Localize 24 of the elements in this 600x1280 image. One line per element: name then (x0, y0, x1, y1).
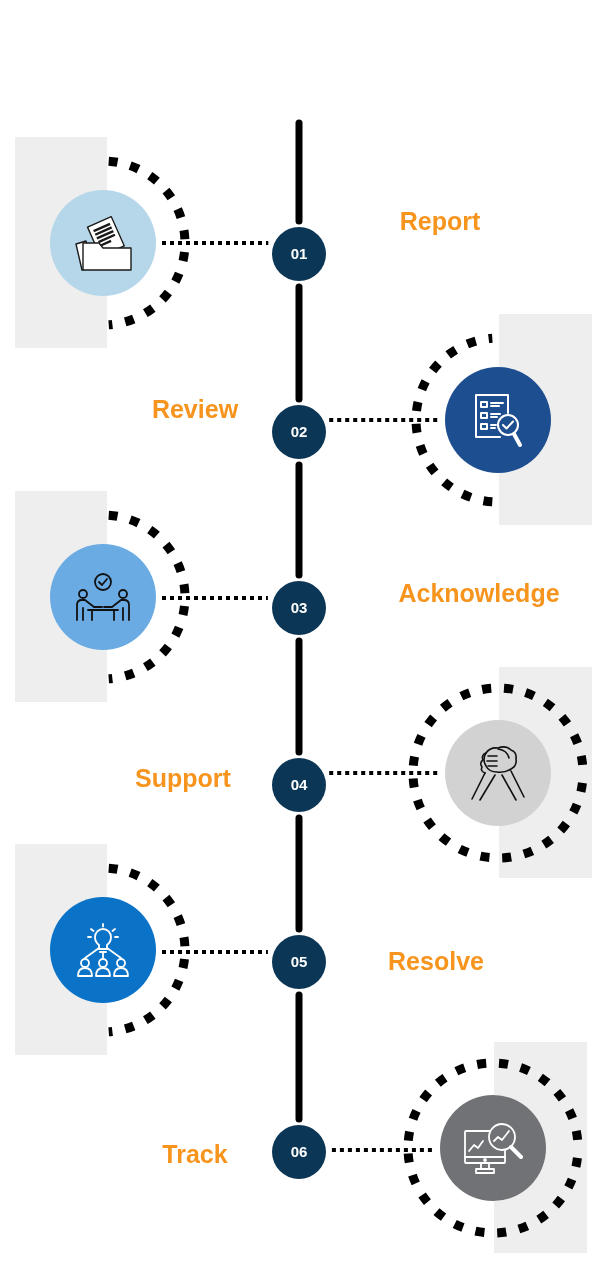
step-title: Support (135, 765, 231, 793)
step-title: Review (151, 396, 239, 424)
timeline-line (295, 283, 303, 403)
dotted-line (162, 241, 269, 245)
step-number-circle: 06 (272, 1125, 326, 1179)
dotted-line (162, 596, 268, 600)
dotted-line (329, 771, 439, 775)
step-title: Acknowledge (398, 580, 560, 608)
step-title: Track (162, 1141, 228, 1169)
dotted-line (329, 418, 439, 422)
step-title: Report (399, 208, 481, 236)
timeline-line (295, 461, 303, 579)
dotted-line (331, 1148, 434, 1152)
step-title: Resolve (388, 948, 484, 976)
dotted-line (162, 950, 268, 954)
timeline-line (295, 814, 303, 933)
timeline-line (295, 991, 303, 1123)
step-number-circle: 01 (272, 227, 326, 281)
step-number-circle: 04 (272, 758, 326, 812)
step-number-circle: 03 (272, 581, 326, 635)
step-number-circle: 05 (272, 935, 326, 989)
timeline-line (295, 119, 303, 225)
timeline-line (295, 637, 303, 756)
step-number-circle: 02 (272, 405, 326, 459)
